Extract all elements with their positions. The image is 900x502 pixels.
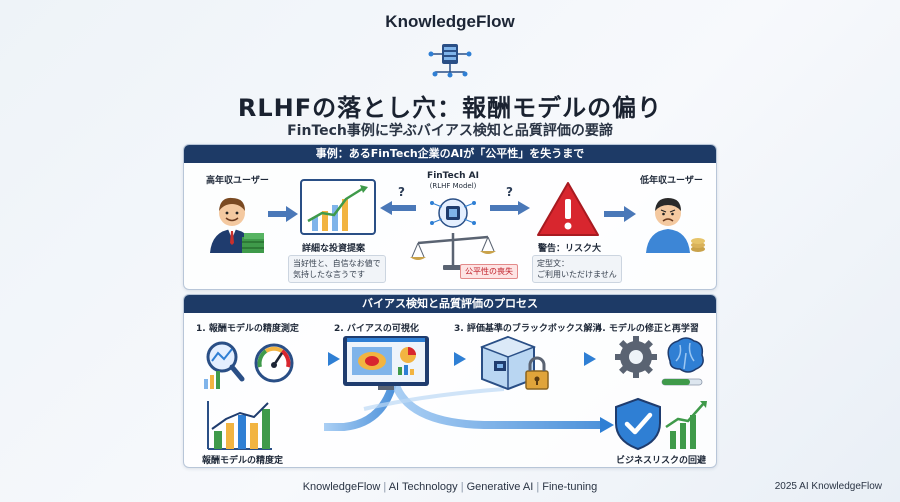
footer-link-fine-tuning[interactable]: Fine-tuning (542, 481, 598, 493)
fairness-loss-badge: 公平性の喪失 (460, 264, 518, 279)
footer-link-generative-ai[interactable]: Generative AI (466, 481, 534, 493)
footer-separator: | (460, 481, 464, 493)
accuracy-label: 報酬モデルの精度定 (202, 456, 284, 466)
high-income-label: 高年収ユーザー (206, 176, 269, 186)
step-3-label: 3. 評価基準のブラックボックス解消 (454, 324, 602, 334)
question-mark-left: ? (398, 185, 405, 199)
proposal-note-line-1: 当好性と、自信なお値で (293, 259, 381, 268)
blackbox-lock-icon (479, 335, 549, 391)
magnifier-gauge-icon (204, 341, 294, 389)
gear-brain-icon (615, 336, 704, 386)
arrow-right-icon (604, 206, 636, 222)
low-income-label: 低年収ユーザー (640, 176, 703, 186)
warning-label: 警告：リスク大 (538, 244, 602, 254)
ai-model-sub: (RLHF Model) (429, 182, 477, 190)
footer-link-ai-technology[interactable]: AI Technology (388, 481, 458, 493)
ai-chip-brain-icon (430, 198, 476, 228)
footer-links: KnowledgeFlow | AI Technology | Generati… (0, 481, 900, 493)
step-1-label: 1. 報酬モデルの精度測定 (196, 324, 299, 334)
step-2-label: 2. バイアスの可視化 (334, 324, 419, 334)
proposal-label: 詳細な投資提案 (302, 244, 366, 254)
arrow-right-icon (490, 201, 530, 215)
warning-note: 定型文： ご利用いただけません (532, 255, 622, 283)
proposal-note-line-2: 気持したな言うです (293, 270, 365, 279)
worried-user-icon (646, 198, 705, 253)
process-flow-arrows (288, 352, 614, 433)
server-network-icon (428, 44, 472, 78)
shield-check-growth-icon (615, 397, 707, 451)
businessman-icon (210, 197, 264, 253)
brand-name: KnowledgeFlow (385, 12, 515, 31)
bias-heatmap-monitor-icon (343, 336, 429, 390)
balance-scale-icon (410, 233, 496, 270)
business-risk-label: ビジネスリスクの回避 (616, 456, 707, 466)
footer-separator: | (536, 481, 540, 493)
footer-link-knowledgeflow[interactable]: KnowledgeFlow (302, 481, 381, 493)
case-study-header: 事例：あるFinTech企業のAIが「公平性」を失うまで (184, 145, 716, 163)
growth-chart-screen-icon (300, 179, 376, 235)
copyright: 2025 AI KnowledgeFlow (774, 481, 882, 492)
warning-note-line-1: 定型文： (537, 259, 569, 268)
warning-note-line-2: ご利用いただけません (537, 270, 617, 279)
footer-separator: | (383, 481, 387, 493)
process-header: バイアス検知と品質評価のプロセス (184, 295, 716, 313)
footer: KnowledgeFlow | AI Technology | Generati… (0, 478, 900, 502)
page-title: RLHFの落とし穴：報酬モデルの偏り (237, 94, 663, 122)
question-mark-right: ? (506, 185, 513, 199)
ai-name: FinTech AI (427, 171, 479, 181)
arrow-left-icon (380, 201, 416, 215)
proposal-note: 当好性と、自信なお値で 気持したな言うです (288, 255, 386, 283)
bar-chart-icon (207, 401, 272, 450)
step-4-label: 4. モデルの修正と再学習 (596, 324, 699, 334)
case-study-panel: 事例：あるFinTech企業のAIが「公平性」を失うまで 高年収ユーザー 詳細な… (183, 144, 717, 290)
page-subtitle: FinTech事例に学ぶバイアス検知と品質評価の要諦 (287, 123, 613, 139)
process-panel: バイアス検知と品質評価のプロセス 1. 報酬モデルの精度測定 2. バイアスの可… (183, 294, 717, 468)
warning-triangle-icon (537, 182, 599, 236)
arrow-right-icon (268, 206, 298, 222)
